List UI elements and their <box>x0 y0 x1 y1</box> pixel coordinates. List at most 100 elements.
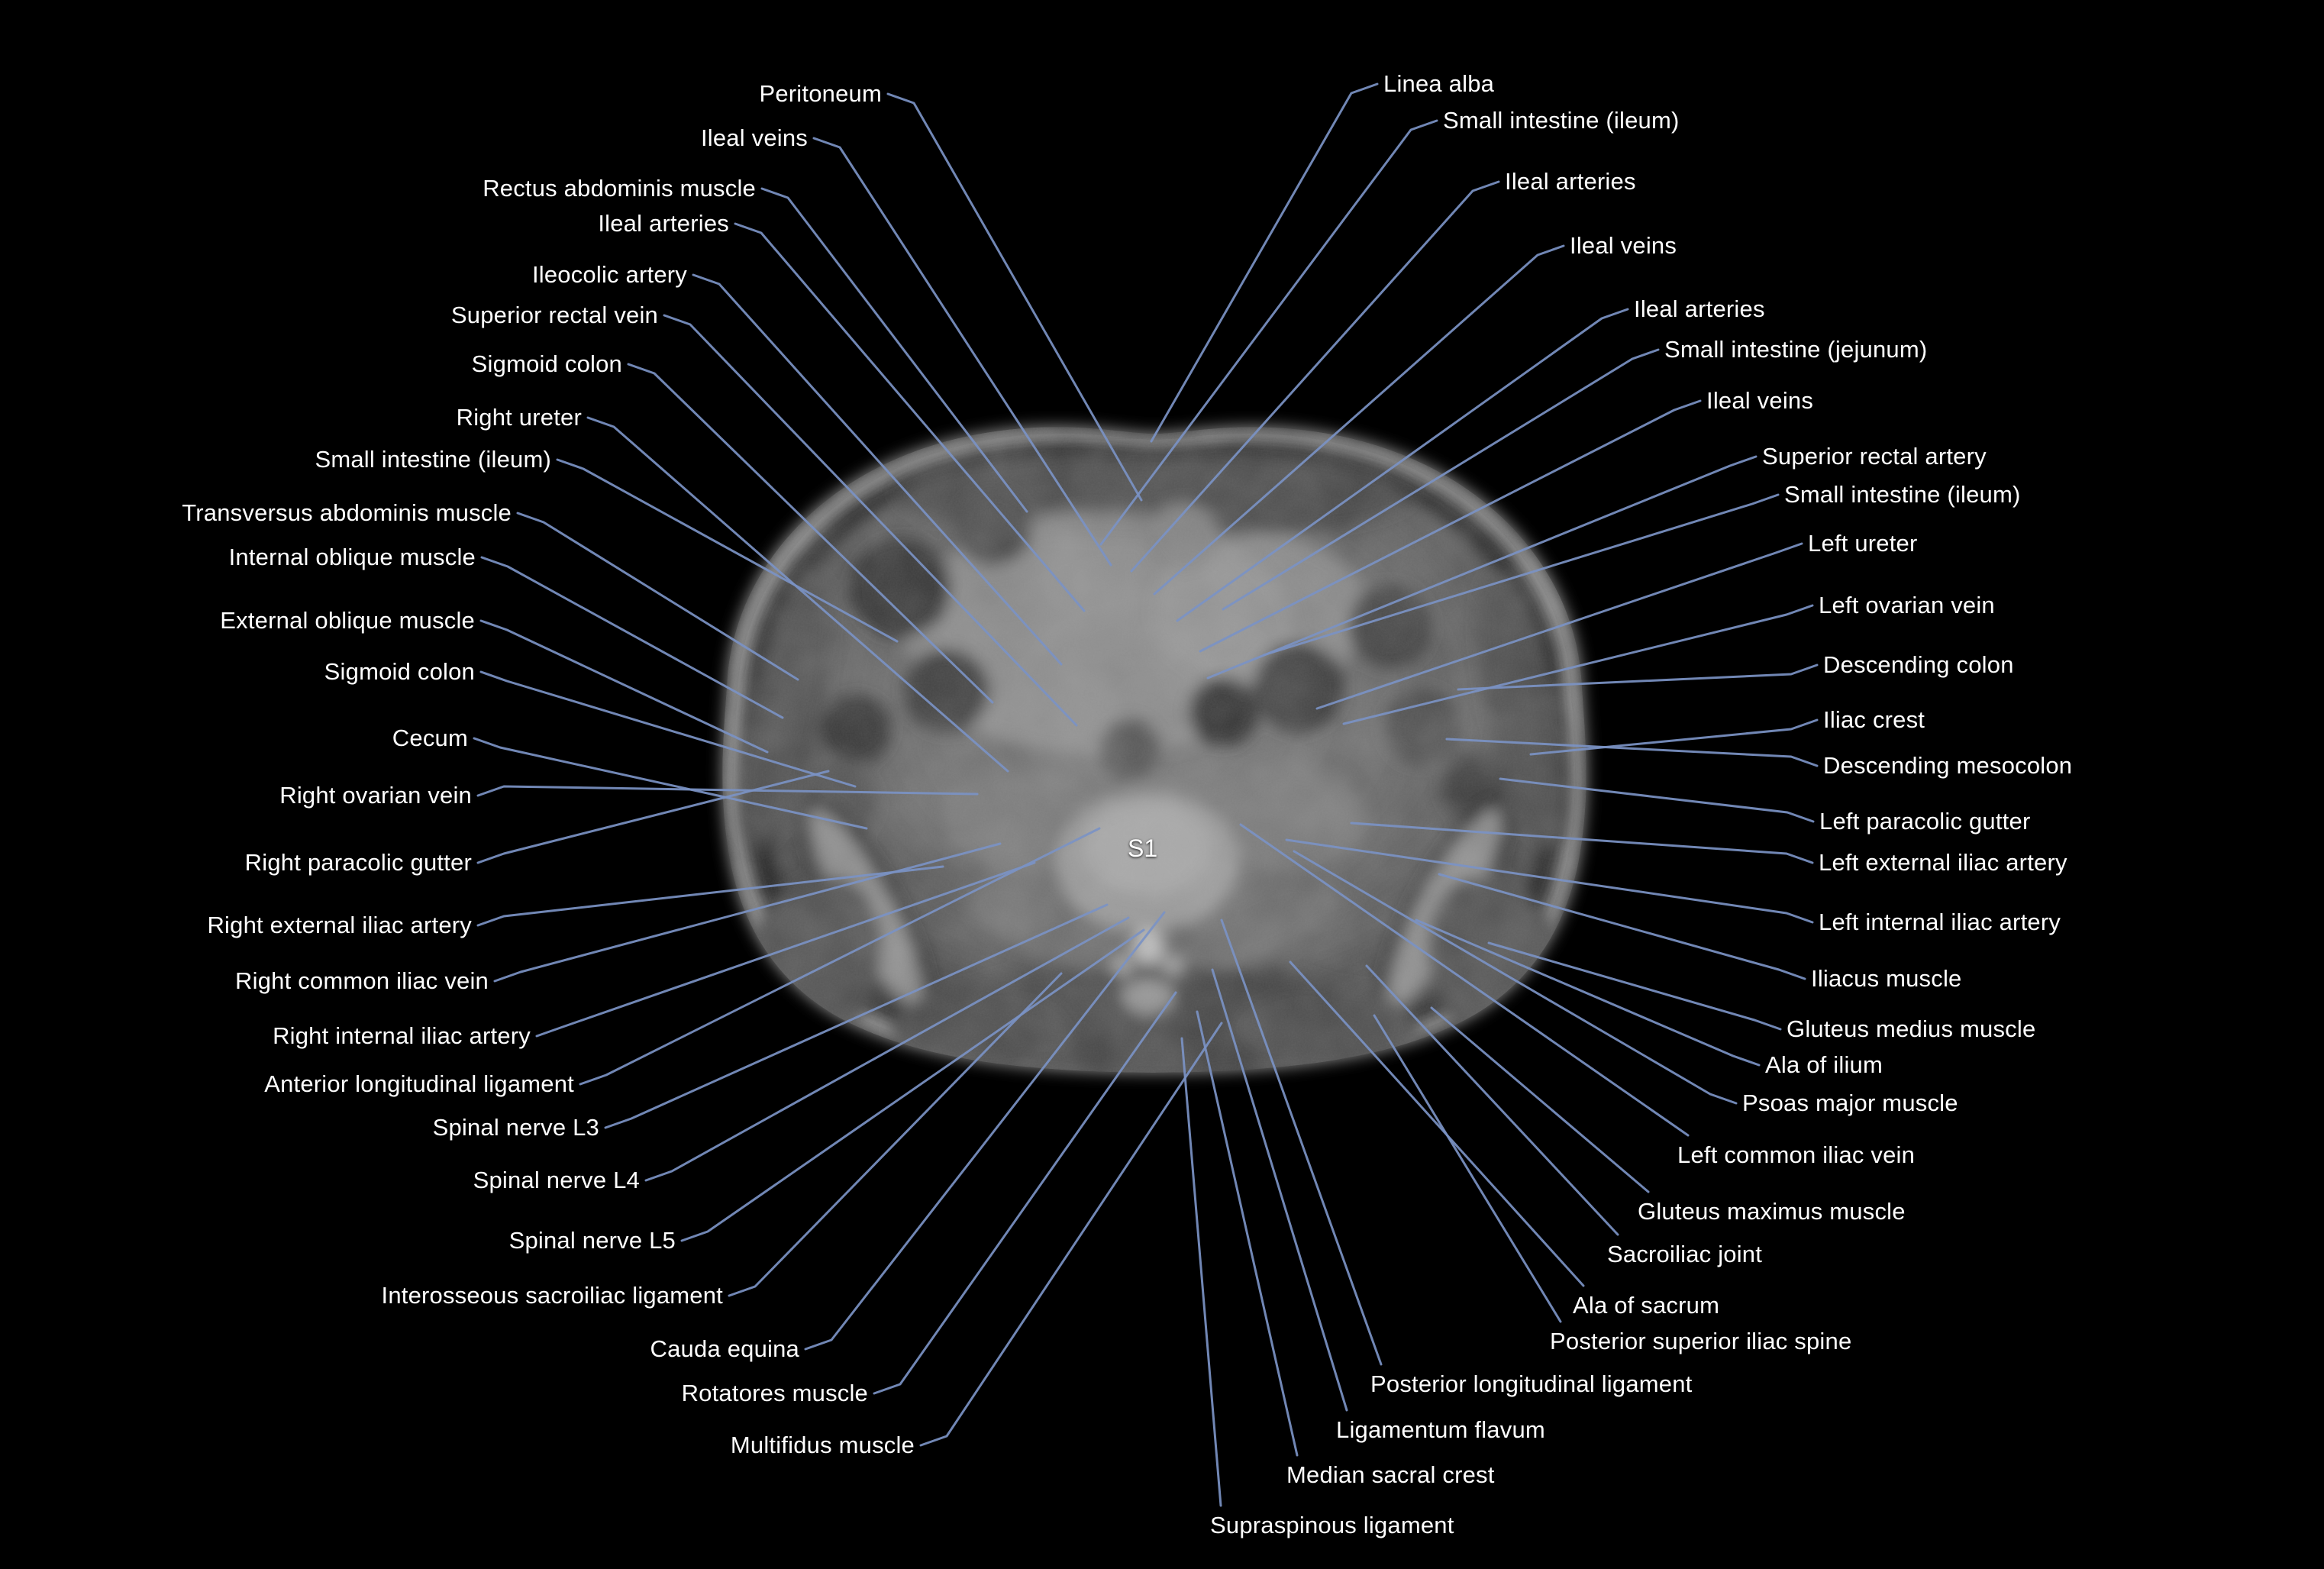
leader-line <box>479 670 857 788</box>
leader-line <box>1365 964 1619 1236</box>
leader-line <box>1289 960 1585 1287</box>
anatomy-label: Internal oblique muscle <box>228 544 476 570</box>
leader-line <box>476 770 830 864</box>
anatomy-label: Small intestine (ileum) <box>1784 481 2021 508</box>
leader-line <box>1153 244 1565 596</box>
leader-line <box>1206 455 1758 680</box>
anatomy-label: Gluteus medius muscle <box>1787 1015 2036 1042</box>
anatomy-label: Sacroiliac joint <box>1607 1241 1763 1267</box>
leader-line <box>1350 822 1814 864</box>
anatomy-label: Right external iliac artery <box>207 912 472 938</box>
leader-line <box>479 619 769 754</box>
leader-line <box>1373 1014 1562 1323</box>
anatomy-label: Left ureter <box>1808 530 1918 557</box>
leader-line <box>1099 119 1438 546</box>
anatomy-label: Descending mesocolon <box>1823 752 2073 779</box>
anatomy-label: Right common iliac vein <box>235 967 489 994</box>
anatomy-label: Supraspinous ligament <box>1210 1512 1454 1538</box>
anatomy-label: Interosseous sacroiliac ligament <box>381 1282 723 1309</box>
leader-line <box>728 972 1063 1297</box>
anatomy-label: Right paracolic gutter <box>244 849 472 876</box>
leader-line <box>480 556 784 719</box>
leader-line <box>644 916 1130 1182</box>
anatomy-label: Sigmoid colon <box>324 658 475 685</box>
leader-line <box>1199 399 1702 653</box>
leader-line <box>1239 823 1690 1137</box>
leader-line <box>476 785 979 797</box>
anatomy-label: Small intestine (ileum) <box>315 446 551 473</box>
anatomy-label: Ileal veins <box>1570 232 1677 259</box>
anatomy-label: Right internal iliac artery <box>273 1022 531 1049</box>
leader-line <box>1220 918 1383 1366</box>
anatomy-label: Spinal nerve L4 <box>473 1167 640 1193</box>
leader-line <box>1176 308 1629 622</box>
leader-line <box>1211 968 1348 1412</box>
anatomy-label: Psoas major muscle <box>1742 1090 1958 1116</box>
anatomy-label: Transversus abdominis muscle <box>182 499 512 526</box>
s1-vertebra-marker: S1 <box>1128 835 1158 862</box>
leader-line <box>473 737 868 830</box>
anatomy-label: Ala of sacrum <box>1573 1292 1720 1319</box>
leader-line <box>804 911 1166 1351</box>
leader-line <box>1445 738 1819 767</box>
leader-line <box>919 1022 1223 1447</box>
anatomy-label: Median sacral crest <box>1286 1461 1495 1488</box>
anatomy-label: Cauda equina <box>650 1335 799 1362</box>
leader-line <box>663 314 1078 727</box>
anatomy-label: Ileal veins <box>1706 387 1814 414</box>
anatomy-label: Posterior superior iliac spine <box>1550 1328 1852 1354</box>
leader-line <box>1130 180 1500 573</box>
leader-line <box>1438 873 1806 980</box>
anatomy-label: Superior rectal artery <box>1762 443 1987 470</box>
leader-line <box>1529 718 1819 756</box>
anatomy-label: Iliacus muscle <box>1811 965 1962 992</box>
leader-line <box>627 363 994 704</box>
leader-line <box>586 416 1009 773</box>
leader-line <box>1285 838 1814 924</box>
anatomy-label: Spinal nerve L5 <box>508 1227 676 1254</box>
anatomy-label: Peritoneum <box>759 80 882 107</box>
leader-line <box>1342 604 1814 725</box>
anatomy-label: Left external iliac artery <box>1819 849 2067 876</box>
anatomy-label: Superior rectal vein <box>450 302 658 328</box>
leader-line <box>680 928 1145 1242</box>
anatomy-label: Right ureter <box>456 404 582 431</box>
leader-line <box>476 865 944 927</box>
anatomy-label: Rectus abdominis muscle <box>483 175 756 202</box>
leader-line <box>556 458 899 643</box>
anatomy-label: Ileal arteries <box>1634 295 1765 322</box>
leader-line <box>1293 850 1738 1105</box>
leader-line <box>604 903 1109 1129</box>
leader-line <box>1487 941 1782 1031</box>
leader-line <box>493 842 1002 983</box>
anatomy-label: Sigmoid colon <box>471 350 622 377</box>
anatomy-label: Ligamentum flavum <box>1336 1416 1545 1443</box>
leader-line <box>1315 542 1803 710</box>
anatomy-label: Gluteus maximus muscle <box>1638 1198 1906 1225</box>
anatomy-label: Ileal arteries <box>598 210 729 237</box>
anatomy-label: Anterior longitudinal ligament <box>264 1070 574 1097</box>
leader-line <box>886 92 1143 502</box>
leader-line <box>1222 348 1660 611</box>
anatomy-label: Left paracolic gutter <box>1819 808 2031 835</box>
anatomy-label: Ileocolic artery <box>531 261 687 288</box>
leader-line <box>873 991 1177 1395</box>
leader-line <box>760 187 1028 513</box>
anatomy-label: Small intestine (jejunum) <box>1664 336 1928 363</box>
anatomy-label: Left internal iliac artery <box>1819 909 2061 935</box>
leader-line <box>1196 1010 1299 1457</box>
leader-line <box>692 273 1063 666</box>
anatomy-label: Left common iliac vein <box>1677 1141 1916 1168</box>
anatomy-label: Posterior longitudinal ligament <box>1370 1370 1693 1397</box>
leader-line <box>1457 663 1819 691</box>
anatomy-label: Right ovarian vein <box>279 782 472 809</box>
anatomy-label: Iliac crest <box>1823 706 1925 733</box>
leader-line <box>1499 777 1815 823</box>
anatomy-label: Linea alba <box>1383 70 1495 97</box>
leader-line <box>812 137 1112 567</box>
leader-line <box>1262 493 1780 657</box>
leader-line <box>579 827 1101 1086</box>
